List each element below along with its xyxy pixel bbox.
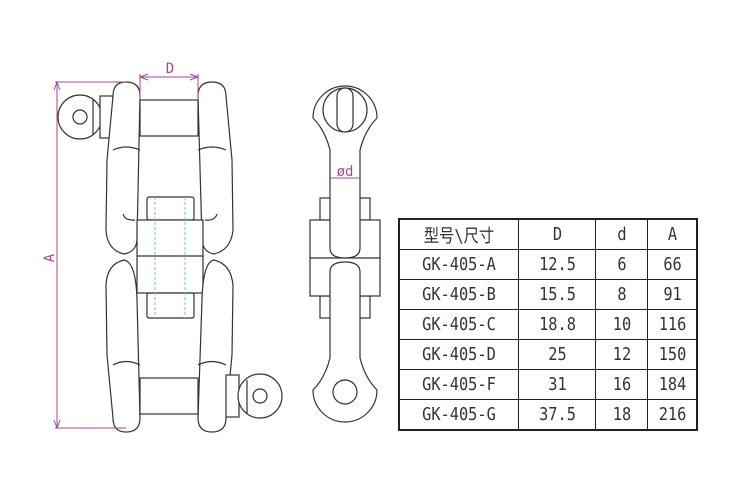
header-D: D: [523, 218, 591, 250]
cell-d: 10: [598, 309, 645, 340]
top-nut: [146, 196, 195, 221]
cell-model: GK-405-C: [407, 309, 510, 340]
top-shackle-right-leg: [197, 81, 234, 255]
cell-model: GK-405-A: [407, 249, 510, 280]
cell-A: 66: [650, 249, 694, 280]
cell-d: 8: [598, 279, 645, 310]
cell-model: GK-405-B: [407, 279, 510, 310]
side-pin-slot: [336, 87, 354, 133]
top-eye-hole: [72, 109, 88, 125]
cell-D: 25: [523, 339, 591, 370]
bottom-eye-hole: [252, 388, 268, 404]
cell-D: 12.5: [523, 249, 591, 280]
table-header-row: 型号\尺寸 D d A: [399, 218, 697, 250]
side-top-eye-bolt: [312, 85, 378, 259]
cell-D: 18.8: [523, 309, 591, 340]
bottom-pin: [139, 377, 199, 415]
dimension-a-label: A: [42, 253, 58, 262]
dimension-d-small-label: ød: [337, 164, 354, 180]
cell-D: 31: [523, 369, 591, 400]
bottom-shackle-right-leg: [197, 259, 234, 433]
header-A: A: [650, 218, 694, 250]
header-model: 型号\尺寸: [407, 218, 510, 250]
bottom-shackle-left-leg: [105, 259, 141, 433]
cell-d: 18: [598, 399, 645, 431]
dimension-d: D: [138, 61, 200, 100]
cell-A: 184: [650, 369, 694, 400]
cell-d: 16: [598, 369, 645, 400]
dimension-d-small: ød: [330, 164, 360, 180]
cell-A: 216: [650, 399, 694, 431]
cell-model: GK-405-G: [407, 399, 510, 431]
side-view: [309, 85, 381, 423]
cell-A: 150: [650, 339, 694, 370]
header-d: d: [598, 218, 645, 250]
cell-D: 15.5: [523, 279, 591, 310]
dimension-d-label: D: [166, 61, 174, 77]
cell-D: 37.5: [523, 399, 591, 431]
bottom-nut: [146, 292, 195, 319]
top-pin: [139, 99, 199, 137]
cell-model: GK-405-F: [407, 369, 510, 400]
cell-d: 12: [598, 339, 645, 370]
side-bottom-eye-hole: [332, 379, 358, 405]
dimension-a: A: [42, 80, 126, 430]
side-bottom-eye-bolt: [312, 261, 378, 423]
front-view: [57, 81, 283, 433]
cell-d: 6: [598, 249, 645, 280]
cell-model: GK-405-D: [407, 339, 510, 370]
cell-A: 116: [650, 309, 694, 340]
cell-A: 91: [650, 279, 694, 310]
